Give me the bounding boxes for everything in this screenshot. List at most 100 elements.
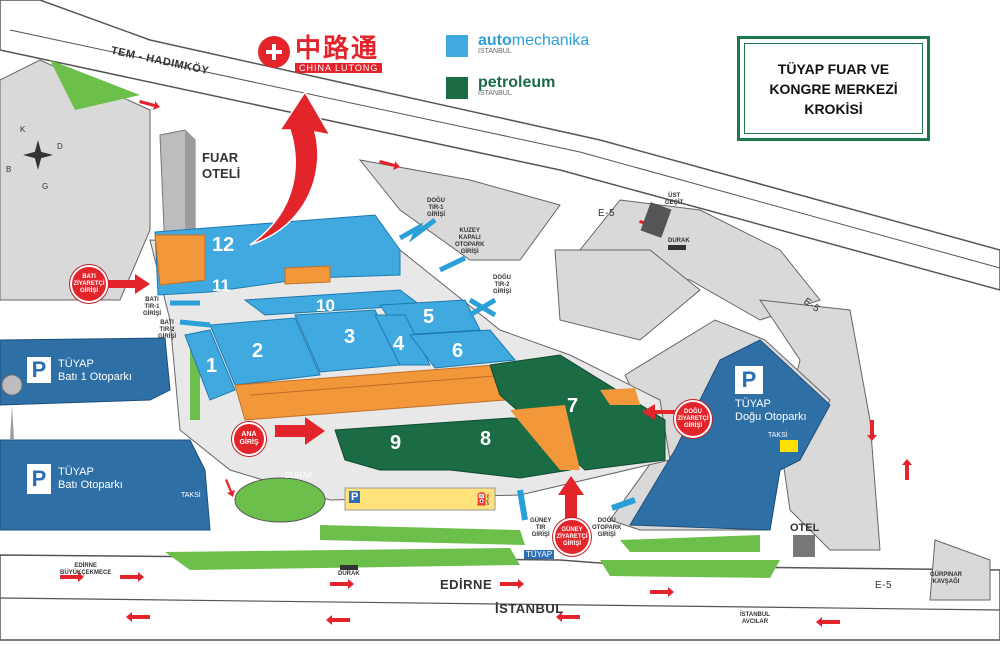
gate-dogu-tir1: DOĞU TIR-1 GİRİŞİ [427, 198, 446, 218]
hall-number-5: 5 [423, 306, 435, 328]
road-e5-bottom [0, 554, 1000, 641]
parking-small-sign: P [349, 491, 361, 503]
blue-arrow-5 [179, 319, 211, 328]
gate-bati-tir1: BATI TIR-1 GİRİŞİ [143, 297, 162, 317]
ana-giris: ANA GİRİŞ [232, 422, 266, 456]
taksi-yellow-right [780, 440, 798, 452]
blue-arrow-6 [517, 489, 528, 521]
hall-number-1: 1 [206, 355, 218, 377]
compass-d: D [57, 142, 63, 151]
land-dogu-strip [554, 249, 701, 341]
road-label-edirne: EDİRNE [440, 577, 493, 592]
china-lutong-logo: 中路通 CHINA LUTONG [295, 35, 383, 73]
compass-b: B [6, 165, 12, 174]
arrow-ana [275, 417, 325, 445]
title-box: TÜYAP FUAR VE KONGRE MERKEZİ KROKİSİ [737, 36, 930, 141]
otel-label: OTEL [790, 522, 820, 534]
parking-sign-dogu: P [735, 366, 763, 394]
road-divider-bottom [0, 597, 1000, 611]
road-label-e5-top: E-5 [598, 208, 616, 219]
fuar-oteli-label: FUAR OTELİ [202, 150, 241, 181]
map-title: TÜYAP FUAR VE KONGRE MERKEZİ KROKİSİ [769, 60, 898, 117]
arrow-bati [108, 274, 150, 294]
hall-6 [409, 329, 516, 369]
hall-number-10: 10 [316, 296, 335, 315]
durak-mid: DURAK [285, 471, 314, 480]
parking-bati [0, 439, 211, 531]
hall-12-11 [154, 214, 401, 296]
hall-number-2: 2 [252, 340, 264, 362]
orange-7 [600, 388, 640, 405]
gas-pump-icon: ⛽ [476, 492, 491, 506]
hall-4 [374, 314, 431, 366]
hall-7 [489, 354, 666, 471]
grass-south-strip-2 [320, 525, 525, 545]
taksi-right: TAKSİ [768, 432, 788, 439]
parking-sign-bati1: P [27, 357, 51, 383]
hall-number-4: 4 [393, 333, 405, 355]
gate-dogu-otopark: DOĞU OTOPARK GİRİŞİ [592, 518, 622, 538]
taksi-left: TAKSİ [181, 492, 201, 499]
orange-12 [154, 234, 206, 286]
road-tem-divider [9, 29, 1000, 269]
durak-bottom: DURAK [338, 571, 360, 577]
blue-arrow-7 [611, 497, 636, 511]
grass-south-strip [165, 548, 520, 570]
land-top-left [0, 59, 151, 301]
grass-roundabout [234, 477, 326, 523]
gate-bati-tir2: BATI TIR-2 GİRİŞİ [158, 320, 177, 340]
gate-kuzey-otopark: KUZEY KAPALI OTOPARK GİRİŞİ [455, 228, 485, 255]
compass-g: G [42, 182, 49, 191]
land-right-loop [929, 539, 991, 601]
ust-gecit-label: ÜST GEÇİT [665, 193, 684, 206]
hall-number-8: 8 [480, 428, 492, 450]
blue-arrow-1 [398, 218, 437, 243]
grass-dot [288, 480, 304, 492]
hall-number-12: 12 [212, 234, 235, 256]
road-label-istanbul: İSTANBUL [495, 601, 564, 616]
hall-number-11: 11 [212, 276, 230, 295]
red-arrow-big [249, 90, 332, 246]
blue-arrow-3 [468, 297, 497, 318]
petroleum-square [446, 77, 468, 99]
land-top-middle [358, 159, 561, 261]
orange-8 [510, 405, 580, 470]
gate-dogu-tir2: DOĞU TIR-2 GİRİŞİ [493, 275, 512, 295]
orange-front-detail [249, 375, 496, 396]
arrow-guney [558, 476, 584, 525]
arrow-dogu [642, 404, 675, 420]
hall-number-7: 7 [567, 395, 579, 417]
gate-guney-tir: GÜNEY TIR GİRİŞİ [530, 518, 552, 538]
road-tem [0, 0, 1000, 291]
automechanika-square [446, 35, 468, 57]
compass-rose [23, 140, 53, 170]
hall-number-9: 9 [390, 432, 402, 454]
blue-arrow-2 [438, 255, 467, 273]
parking-sign-bati: P [27, 464, 51, 494]
parking-bati1 [0, 337, 171, 406]
road-label-edirne-buyukcekmece: EDİRNE BÜYÜKÇEKMECE [60, 563, 112, 576]
petroleum-logo: petroleum ISTANBUL [478, 74, 556, 97]
tuyap-sign: TÜYAP [524, 550, 555, 559]
road-label-e5-bottom: E-5 [875, 580, 893, 591]
road-label-istanbul-avcilar: İSTANBUL AVCILAR [740, 612, 770, 625]
compass-k: K [20, 125, 26, 134]
automechanika-logo: automechanika ISTANBUL [478, 32, 590, 55]
dogu-ziyaretci-girisi: DOĞU ZİYARETÇİ GİRİŞİ [674, 400, 712, 438]
yellow-strip [344, 487, 496, 511]
durak-top: DURAK [668, 238, 690, 244]
otel-box [793, 535, 815, 557]
parking-label-dogu: TÜYAP Doğu Otoparkı [735, 398, 807, 423]
road-label-gurpinar: GÜRPINAR KAVŞAĞI [930, 572, 963, 585]
hotel-tower-side [185, 130, 195, 250]
hall-2 [209, 317, 321, 386]
grass-se-strip-2 [620, 535, 760, 552]
grass-se-strip [600, 560, 780, 578]
hall-number-3: 3 [344, 326, 356, 348]
grass-top-left [50, 60, 140, 110]
ust-gecit [640, 202, 672, 238]
parking-label-bati1: TÜYAP Batı 1 Otoparkı [58, 358, 132, 383]
guney-ziyaretci-girisi: GÜNEY ZİYARETÇİ GİRİŞİ [553, 518, 591, 556]
